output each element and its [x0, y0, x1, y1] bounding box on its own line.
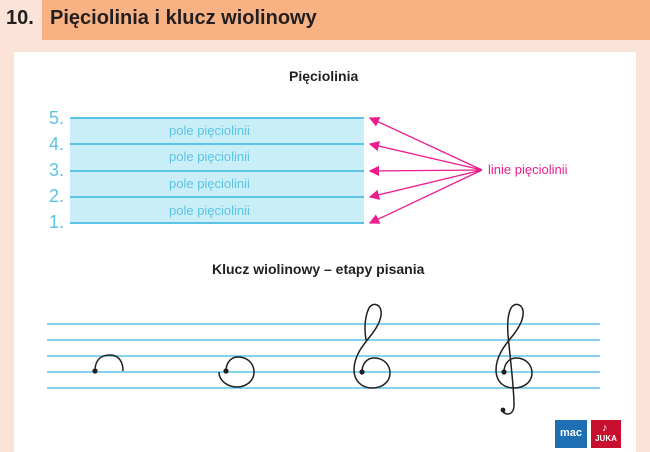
arrow-line-5 [368, 117, 483, 171]
arrow-line-2 [368, 169, 483, 200]
arrow-line-3 [368, 165, 483, 177]
clef-stage-4-dot [501, 369, 507, 375]
clef-stage-2 [218, 356, 255, 388]
clef-stage-4-tail-dot [500, 407, 506, 413]
staff-field-1 [70, 118, 364, 144]
juka-logo-mark: ♪ [602, 422, 608, 434]
clef-stage-2-dot [223, 368, 229, 374]
clef-stage-3 [353, 303, 391, 389]
staff-field-4 [70, 197, 364, 223]
arrow-line-1 [368, 169, 483, 224]
line-number-3: 3. [49, 160, 65, 180]
mac-logo: mac [555, 420, 587, 448]
lines-label: linie pięciolinii [488, 162, 568, 177]
header-bar: 10. Pięciolinia i klucz wiolinowy [0, 0, 650, 40]
clef-stage-3-dot [359, 369, 365, 375]
staff-section-title: Pięciolinia [289, 68, 359, 84]
line-number-1: 1. [49, 212, 65, 232]
clef-section-title: Klucz wiolinowy – etapy pisania [212, 261, 425, 277]
line-number-4: 4. [49, 134, 65, 154]
page-title: Pięciolinia i klucz wiolinowy [50, 7, 317, 29]
lesson-number: 10. [6, 7, 34, 29]
field-label-2: pole pięciolinii [169, 149, 250, 164]
clef-stage-1-dot [92, 368, 98, 374]
staff-field-2 [70, 144, 364, 171]
field-label-3: pole pięciolinii [169, 176, 250, 191]
clef-stage-1 [94, 354, 124, 372]
clef-stage-4 [495, 303, 533, 415]
line-number-2: 2. [49, 186, 65, 206]
mac-logo-text: mac [559, 427, 583, 439]
juka-logo: ♪ JUKA [591, 420, 621, 448]
field-label-4: pole pięciolinii [169, 203, 250, 218]
lesson-number-box: 10. [0, 0, 42, 40]
field-label-1: pole pięciolinii [169, 123, 250, 138]
line-number-5: 5. [49, 108, 65, 128]
arrow-line-4 [368, 140, 483, 171]
juka-logo-text: JUKA [595, 434, 617, 443]
staff-field-3 [70, 171, 364, 197]
